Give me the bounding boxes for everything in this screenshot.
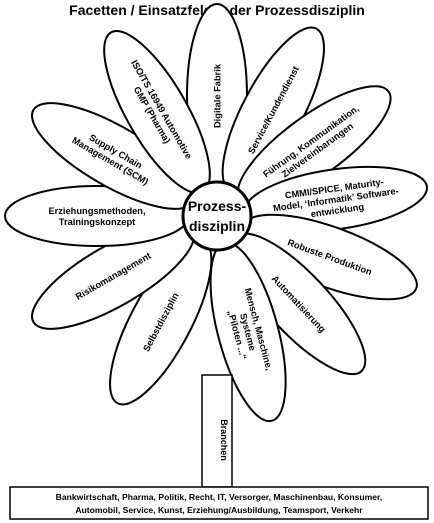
center-circle [181,180,253,252]
petal-1-label-line-1: Digitale Fabrik [212,63,222,128]
base-line-2: Automobil, Service, Kunst, Erziehung/Aus… [75,505,363,515]
stem-label: Branchen [219,419,229,461]
petal-10-label-line-1: Erziehungsmethoden, [48,206,145,216]
stem [201,374,233,488]
base-box [9,486,429,520]
center-label-line-2: disziplin [189,218,245,234]
petal-10-label-line-2: Trainingskonzept [59,217,135,227]
center-label-line-1: Prozess- [188,198,247,214]
base-line-1: Bankwirtschaft, Pharma, Politik, Recht, … [56,492,383,502]
